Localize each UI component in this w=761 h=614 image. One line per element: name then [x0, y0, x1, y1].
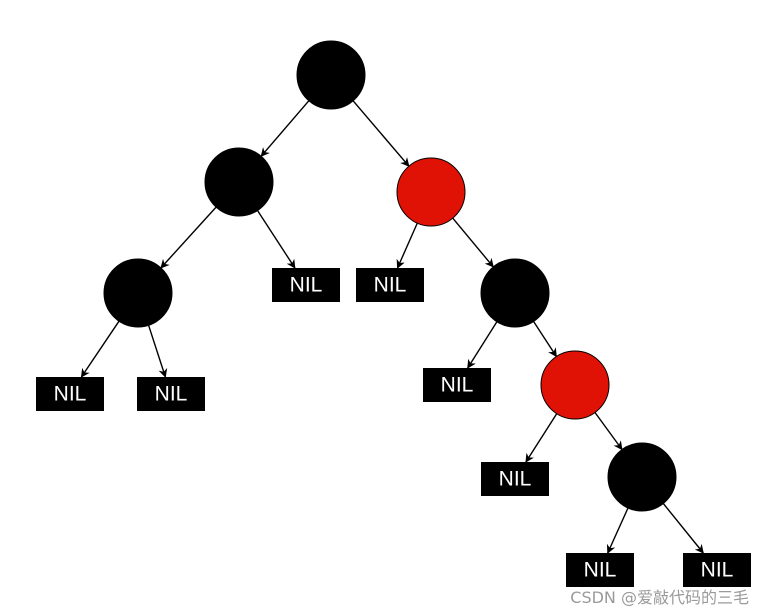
nil-box: [356, 268, 424, 302]
black-node-n1: [296, 40, 366, 110]
black-node-n2: [204, 147, 274, 217]
black-node-n4: [103, 258, 173, 328]
nil-leaf-nil8: NIL: [683, 553, 751, 587]
nil-leaf-nil1: NIL: [272, 268, 340, 302]
nil-leaf-nil4: NIL: [137, 377, 205, 411]
edge-n2-n4: [160, 206, 217, 269]
edge-n4-nil3: [80, 320, 120, 378]
edge-n2-nil1: [256, 210, 296, 269]
edge-n6-n7: [594, 412, 623, 451]
edge-n7-nil8: [662, 503, 704, 554]
edge-n1-n3: [352, 100, 410, 167]
nil-leaf-nil3: NIL: [36, 377, 104, 411]
nil-leaves-layer: NIL NIL NIL NIL NIL NIL NIL NIL: [36, 268, 751, 587]
nil-box: [272, 268, 340, 302]
nil-box: [423, 368, 491, 402]
nil-label: NIL: [499, 468, 532, 491]
nil-box: [481, 462, 549, 496]
black-node-n5: [480, 258, 550, 328]
red-node-n3: [396, 157, 466, 227]
red-node-n6: [540, 350, 610, 420]
nil-label: NIL: [54, 383, 87, 406]
nil-leaf-nil2: NIL: [356, 268, 424, 302]
watermark: CSDN @爱敲代码的三毛: [570, 588, 749, 607]
edge-n5-nil5: [467, 321, 498, 369]
nil-box: [36, 377, 104, 411]
edge-n3-nil2: [396, 222, 418, 269]
nodes-layer: [103, 40, 677, 512]
nil-leaf-nil7: NIL: [566, 553, 634, 587]
nil-label: NIL: [290, 274, 323, 297]
nil-label: NIL: [441, 374, 474, 397]
edges-layer: [80, 100, 704, 554]
nil-box: [683, 553, 751, 587]
edge-n7-nil7: [606, 507, 629, 554]
edge-n4-nil4: [147, 325, 168, 378]
nil-label: NIL: [374, 274, 407, 297]
nil-leaf-nil6: NIL: [481, 462, 549, 496]
edge-n1-n2: [260, 100, 310, 157]
edge-n6-nil6: [525, 413, 558, 463]
nil-label: NIL: [155, 383, 188, 406]
nil-label: NIL: [584, 559, 617, 582]
black-node-n7: [607, 442, 677, 512]
nil-box: [137, 377, 205, 411]
nil-box: [566, 553, 634, 587]
edge-n5-n6: [533, 321, 557, 358]
edge-n3-n5: [452, 217, 494, 268]
nil-leaf-nil5: NIL: [423, 368, 491, 402]
nil-label: NIL: [701, 559, 734, 582]
